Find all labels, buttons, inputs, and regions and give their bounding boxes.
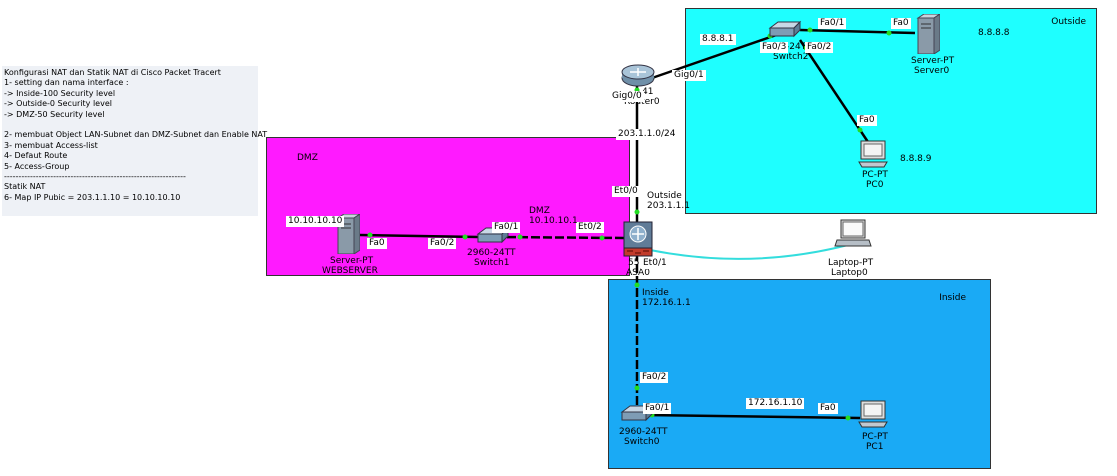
- webserver-name: WEBSERVER: [322, 266, 378, 276]
- asa0[interactable]: [623, 221, 653, 260]
- link-switch1-asa: [494, 235, 625, 240]
- port-asa-et02: Et0/2: [576, 222, 604, 233]
- port-server0-fa0: Fa0: [891, 18, 911, 29]
- addr-router-asa-link: 203.1.1.0/24: [616, 129, 678, 140]
- link-switch0-pc1: [644, 413, 861, 420]
- port-sw2-fa01: Fa0/1: [818, 18, 847, 29]
- console-asa-laptop0: [649, 244, 849, 260]
- switch0-name: Switch0: [624, 437, 660, 447]
- note-line: Konfigurasi NAT dan Statik NAT di Cisco …: [4, 68, 221, 77]
- pc1-name: PC1: [866, 442, 884, 452]
- note-line: 5- Access-Group: [4, 161, 70, 171]
- router0-name: Router0: [624, 97, 660, 107]
- server0-name: Server0: [914, 66, 950, 76]
- switch0-type: 2960-24TT: [619, 427, 668, 437]
- switch2-model: -24T: [786, 42, 807, 52]
- firewall-icon: [623, 221, 653, 257]
- webserver-type: Server-PT: [330, 256, 374, 266]
- link-webserver-switch1: [359, 233, 479, 239]
- dmz-zone[interactable]: DMZ: [266, 137, 630, 276]
- addr-pc1: 172.16.1.10: [746, 398, 805, 409]
- router0[interactable]: [620, 62, 656, 91]
- addr-webserver: 10.10.10.10: [286, 216, 345, 227]
- port-sw1-fa02: Fa0/2: [428, 238, 457, 249]
- asa0-model: 55: [628, 258, 640, 268]
- addr-asa-dmz-name: DMZ: [529, 206, 550, 216]
- server-icon: [916, 13, 942, 55]
- addr-pc0: 8.8.8.9: [900, 154, 932, 164]
- link-switch2-pc0: [798, 39, 872, 146]
- inside-zone-label: Inside: [939, 293, 966, 303]
- server0[interactable]: [916, 13, 942, 57]
- asa0-name: ASA0: [626, 268, 650, 278]
- addr-asa-inside-name: Inside: [642, 288, 669, 298]
- pc0-name: PC0: [866, 180, 884, 190]
- laptop0-name: Laptop0: [831, 268, 868, 278]
- server-icon: [336, 213, 362, 255]
- port-sw0-fa02: Fa0/2: [640, 372, 669, 383]
- note-line: -> Outside-0 Security level: [4, 99, 112, 109]
- server0-type: Server-PT: [911, 56, 955, 66]
- router0-model: 41: [642, 87, 654, 97]
- config-notes[interactable]: Konfigurasi NAT dan Statik NAT di Cisco …: [2, 66, 268, 216]
- switch1-name: Switch1: [474, 258, 510, 268]
- pc-icon: [858, 140, 888, 168]
- laptop-icon: [834, 219, 872, 247]
- note-line: 6- Map IP Pubic = 203.1.1.10 = 10.10.10.…: [4, 192, 181, 202]
- note-line: 4- Defaut Route: [4, 151, 68, 161]
- note-line: -> Inside-100 Security level: [4, 88, 116, 98]
- router-icon: [621, 64, 655, 87]
- note-line: 1- setting dan nama interface :: [4, 78, 129, 88]
- outside-zone-label: Outside: [1051, 17, 1086, 27]
- port-pc1-fa0: Fa0: [818, 403, 838, 414]
- pc1-type: PC-PT: [862, 432, 888, 442]
- pc1[interactable]: [858, 400, 888, 431]
- note-line: -> DMZ-50 Security level: [4, 109, 105, 119]
- port-asa-et01: Et0/1: [641, 258, 669, 269]
- addr-asa-dmz-ip: 10.10.10.1: [529, 216, 578, 226]
- port-web-fa0: Fa0: [367, 238, 387, 249]
- port-sw0-fa01: Fa0/1: [643, 403, 672, 414]
- laptop0-type: Laptop-PT: [828, 258, 874, 268]
- port-router-gig00: Gig0/0: [610, 91, 644, 102]
- inside-zone[interactable]: Inside: [608, 279, 991, 469]
- port-router-gig01: Gig0/1: [672, 70, 706, 81]
- switch-icon: [768, 20, 802, 38]
- addr-asa-outside-ip: 203.1.1.1: [647, 201, 690, 211]
- port-sw2-fa03: Fa0/3: [760, 42, 789, 53]
- switch2[interactable]: [768, 20, 802, 41]
- addr-asa-outside-name: Outside: [647, 191, 682, 201]
- pc-icon: [858, 400, 888, 428]
- addr-router-outside: 8.8.8.1: [700, 34, 736, 45]
- port-sw1-fa01: Fa0/1: [492, 222, 521, 233]
- webserver[interactable]: [336, 213, 362, 257]
- switch2-name: Switch2: [773, 52, 809, 62]
- port-sw2-fa02: Fa0/2: [805, 42, 834, 53]
- dmz-zone-label: DMZ: [297, 153, 318, 163]
- addr-server0: 8.8.8.8: [978, 28, 1010, 38]
- link-switch2-server0: [799, 28, 916, 35]
- note-line: 3- membuat Access-list: [4, 140, 98, 150]
- note-line: ----------------------------------------…: [4, 172, 186, 182]
- switch1-type: 2960-24TT: [467, 248, 516, 258]
- port-status-dots: [367, 27, 892, 421]
- pc0-type: PC-PT: [862, 170, 888, 180]
- laptop0[interactable]: [834, 218, 872, 251]
- note-line: Statik NAT: [4, 182, 46, 192]
- port-asa-et00: Et0/0: [612, 186, 640, 197]
- port-pc0-fa0: Fa0: [857, 115, 877, 126]
- note-line: 2- membuat Object LAN-Subnet dan DMZ-Sub…: [4, 130, 268, 140]
- pc0[interactable]: [858, 140, 888, 171]
- addr-asa-inside-ip: 172.16.1.1: [642, 298, 691, 308]
